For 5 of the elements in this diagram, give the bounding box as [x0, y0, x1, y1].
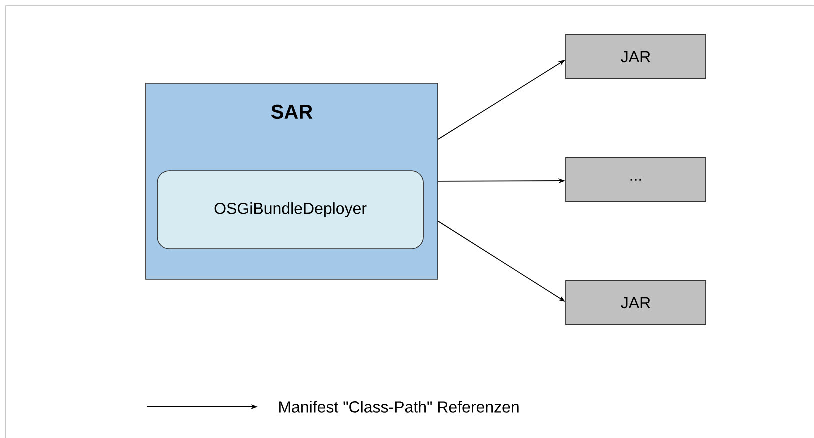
jar-box: ... — [566, 158, 706, 202]
component-box: OSGiBundleDeployer — [157, 170, 424, 250]
jar-box: JAR — [566, 34, 706, 80]
legend-text: Manifest "Class-Path" Referenzen — [280, 401, 519, 413]
jar-box: JAR — [566, 280, 706, 326]
